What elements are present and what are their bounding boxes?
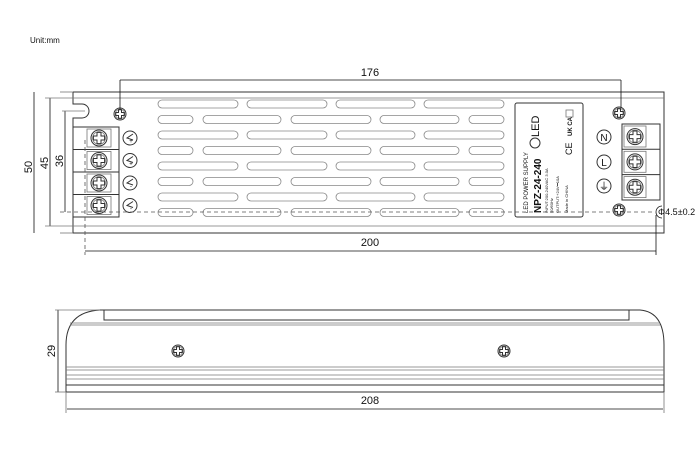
label-origin: Made in CHINA <box>564 185 569 213</box>
vent-slot <box>202 208 282 217</box>
product-label: LED POWER SUPPLY NPZ-24-240 INPUT:200-24… <box>514 102 584 218</box>
bulb-icon <box>529 137 541 149</box>
vent-slot <box>423 192 505 202</box>
dimension-36: 36 <box>54 110 85 212</box>
dim-200-label: 200 <box>361 237 379 249</box>
vent-slot <box>335 99 416 109</box>
dim-208-label: 208 <box>361 395 379 407</box>
dim-45-label: 45 <box>39 157 51 169</box>
ventilation-slots <box>157 99 505 217</box>
svg-text:+: + <box>129 162 133 168</box>
ukca-mark: UK CA <box>568 116 574 136</box>
screw-icon <box>90 174 108 192</box>
vent-slot <box>246 130 328 140</box>
screw-icon <box>626 153 644 171</box>
side-outline <box>65 309 665 393</box>
vent-slot <box>379 146 460 155</box>
vent-slot <box>246 192 328 202</box>
vent-slot <box>423 130 505 140</box>
vent-slot <box>157 115 194 124</box>
screw-icon <box>90 152 108 169</box>
vent-slot <box>157 146 194 155</box>
vent-slot <box>246 161 328 171</box>
svg-text:+: + <box>129 139 133 145</box>
dimension-hole: Φ4.5±0.2 <box>655 205 695 219</box>
output-terminal-symbols: + + - - <box>122 130 138 213</box>
vent-slot <box>157 192 239 202</box>
vent-slot <box>290 177 372 186</box>
screw-icon <box>626 178 644 196</box>
dimension-45: 45 <box>39 97 73 227</box>
vent-slot <box>290 146 372 155</box>
dim-29-label: 29 <box>46 345 58 357</box>
vent-slot <box>423 161 505 171</box>
label-model: NPZ-24-240 <box>533 158 544 213</box>
terminal-ground: ⏚ <box>599 181 609 193</box>
vent-slot <box>202 177 282 186</box>
side-view: 208 29 <box>46 309 665 413</box>
screw-icon <box>612 203 626 217</box>
vent-slot <box>468 208 505 217</box>
vent-slot <box>379 115 460 124</box>
vent-slot <box>379 208 460 217</box>
label-brand: LED <box>530 116 542 137</box>
screw-icon <box>90 129 108 147</box>
dimension-50: 50 <box>23 92 35 233</box>
label-title: LED POWER SUPPLY <box>524 152 530 213</box>
output-terminal-block <box>72 126 120 218</box>
dim-36-label: 36 <box>54 155 66 167</box>
terminal-n: N <box>600 133 607 144</box>
input-terminal-block <box>621 123 661 201</box>
terminal-symbol-V+: + <box>122 130 138 146</box>
input-terminal-symbols: N L ⏚ <box>596 129 612 194</box>
vent-slot <box>290 115 372 124</box>
vent-slot <box>157 161 239 171</box>
terminal-l: L <box>601 158 607 169</box>
vent-slot <box>157 99 239 109</box>
terminal-symbol-V-: - <box>122 175 138 191</box>
vent-slot <box>157 130 239 140</box>
top-view: + + - - LED POWER SUPPLY NPZ-24-240 INPUT:2… <box>23 67 695 255</box>
dim-50-label: 50 <box>23 161 35 173</box>
vent-slot <box>468 115 505 124</box>
dim-176-label: 176 <box>361 67 379 79</box>
vent-slot <box>335 192 416 202</box>
vent-slot <box>157 208 194 217</box>
screw-icon <box>612 106 626 120</box>
vent-slot <box>246 99 328 109</box>
terminal-symbol-V-: - <box>122 198 138 213</box>
vent-slot <box>335 130 416 140</box>
label-input: INPUT:200-240VAC 3.0A <box>544 168 549 213</box>
unit-label: Unit:mm <box>30 36 60 45</box>
hole-dim-label: Φ4.5±0.2 <box>658 207 695 217</box>
label-freq: 50/60Hz <box>549 198 554 213</box>
svg-text:-: - <box>130 184 132 190</box>
terminal-symbol-V+: + <box>122 153 138 168</box>
svg-text:-: - <box>130 207 132 213</box>
screw-icon <box>171 344 185 358</box>
vent-slot <box>468 146 505 155</box>
vent-slot <box>290 208 372 217</box>
vent-slot <box>468 177 505 186</box>
label-output: OUTPUT:+24V⎓10A <box>555 176 560 213</box>
dimension-176: 176 <box>119 67 622 110</box>
screw-icon <box>90 197 108 214</box>
screw-icon <box>626 128 644 146</box>
dimension-29: 29 <box>46 309 100 393</box>
dimension-208: 208 <box>65 392 665 413</box>
vent-slot <box>202 115 282 124</box>
ce-mark: CE <box>564 142 574 155</box>
vent-slot <box>379 177 460 186</box>
screw-icon <box>497 344 511 358</box>
dimension-200: 200 <box>85 215 657 255</box>
vent-slot <box>335 161 416 171</box>
vent-slot <box>157 177 194 186</box>
vent-slot <box>202 146 282 155</box>
vent-slot <box>423 99 505 109</box>
weee-icon <box>565 109 574 118</box>
